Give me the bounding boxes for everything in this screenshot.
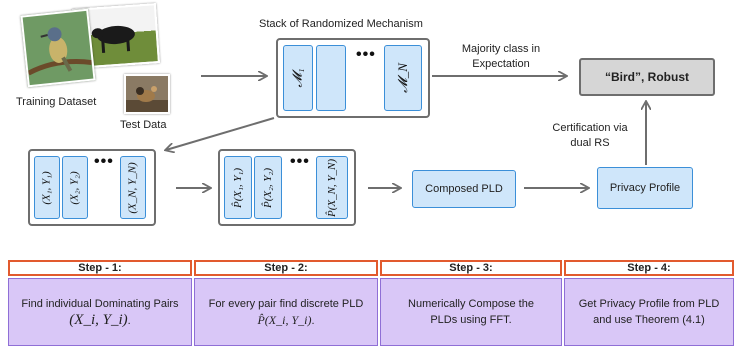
pair-label-2: (X₂, Y₂)	[69, 170, 81, 205]
step-2-body: For every pair find discrete PLD P̂(X_i,…	[194, 278, 378, 346]
step-1-body: Find individual Dominating Pairs (X_i, Y…	[8, 278, 192, 346]
bird-photo	[20, 8, 96, 88]
step-4-body: Get Privacy Profile from PLD and use The…	[564, 278, 734, 346]
pld-label-1: P̂(X₁, Y₁)	[232, 167, 244, 208]
pair-cell-2: (X₂, Y₂)	[62, 156, 88, 219]
majority-line-1: Majority class in	[461, 43, 541, 55]
step-2-math: P̂(X_i, Y_i)	[257, 312, 312, 327]
ellipsis: •••	[356, 46, 376, 63]
pld-cell-2: P̂(X₂, Y₂)	[254, 156, 282, 219]
pld-label-2: P̂(X₂, Y₂)	[262, 167, 274, 208]
step-4-header: Step - 4:	[564, 260, 734, 276]
majority-line-2: Expectation	[472, 58, 530, 70]
ox-photo	[72, 3, 160, 69]
pair-cell-n: (X_N, Y_N)	[120, 156, 146, 219]
result-box: “Bird”, Robust	[579, 58, 715, 96]
ox-drawing	[87, 24, 135, 54]
mechanism-cell-2	[316, 45, 346, 111]
ellipsis: •••	[94, 153, 114, 170]
pairs-frame: (X₁, Y₁) (X₂, Y₂) ••• (X_N, Y_N)	[28, 149, 156, 226]
step-1-math: (X_i, Y_i)	[69, 311, 128, 328]
step-2-text: For every pair find discrete PLD P̂(X_i,…	[201, 296, 371, 329]
step-1-text: Find individual Dominating Pairs (X_i, Y…	[15, 296, 185, 329]
pld-cell-n: P̂(X_N, Y_N)	[316, 156, 348, 219]
ellipsis: •••	[290, 153, 310, 170]
certification-line-2: dual RS	[570, 137, 610, 149]
certification-label: Certification via dual RS	[530, 121, 650, 151]
step-1-suffix: .	[127, 314, 131, 327]
step-2-description: For every pair find discrete PLD	[208, 297, 364, 310]
step-2-header: Step - 2:	[194, 260, 378, 276]
pld-label-n: P̂(X_N, Y_N)	[326, 158, 338, 217]
pld-cell-1: P̂(X₁, Y₁)	[224, 156, 252, 219]
pld-frame: P̂(X₁, Y₁) P̂(X₂, Y₂) ••• P̂(X_N, Y_N)	[218, 149, 356, 226]
privacy-profile-box: Privacy Profile	[597, 167, 693, 209]
test-data-label: Test Data	[120, 119, 167, 131]
step-1-description: Find individual Dominating Pairs	[21, 297, 179, 310]
step-3-body: Numerically Compose the PLDs using FFT.	[380, 278, 562, 346]
arrow	[166, 117, 275, 150]
pair-cell-1: (X₁, Y₁)	[34, 156, 60, 219]
mechanism-stack-frame: 𝓜₁ ••• 𝓜_N	[276, 38, 430, 118]
mechanism-cell-1: 𝓜₁	[283, 45, 313, 111]
step-2-suffix: .	[311, 314, 315, 327]
certification-line-1: Certification via	[552, 122, 628, 134]
stack-title: Stack of Randomized Mechanism	[259, 18, 423, 30]
mechanism-label-1: 𝓜₁	[290, 68, 305, 88]
majority-class-label: Majority class in Expectation	[436, 42, 566, 72]
small-bird-photo	[124, 74, 170, 114]
mechanism-cell-n: 𝓜_N	[384, 45, 422, 111]
training-dataset-label: Training Dataset	[16, 96, 97, 108]
composed-pld-box: Composed PLD	[412, 170, 516, 208]
mechanism-label-n: 𝓜_N	[394, 63, 410, 93]
small-bird-drawing	[126, 86, 168, 112]
bird-drawing	[27, 27, 93, 76]
step-1-header: Step - 1:	[8, 260, 192, 276]
pair-label-n: (X_N, Y_N)	[127, 161, 139, 214]
pair-label-1: (X₁, Y₁)	[41, 170, 53, 205]
step-3-header: Step - 3:	[380, 260, 562, 276]
